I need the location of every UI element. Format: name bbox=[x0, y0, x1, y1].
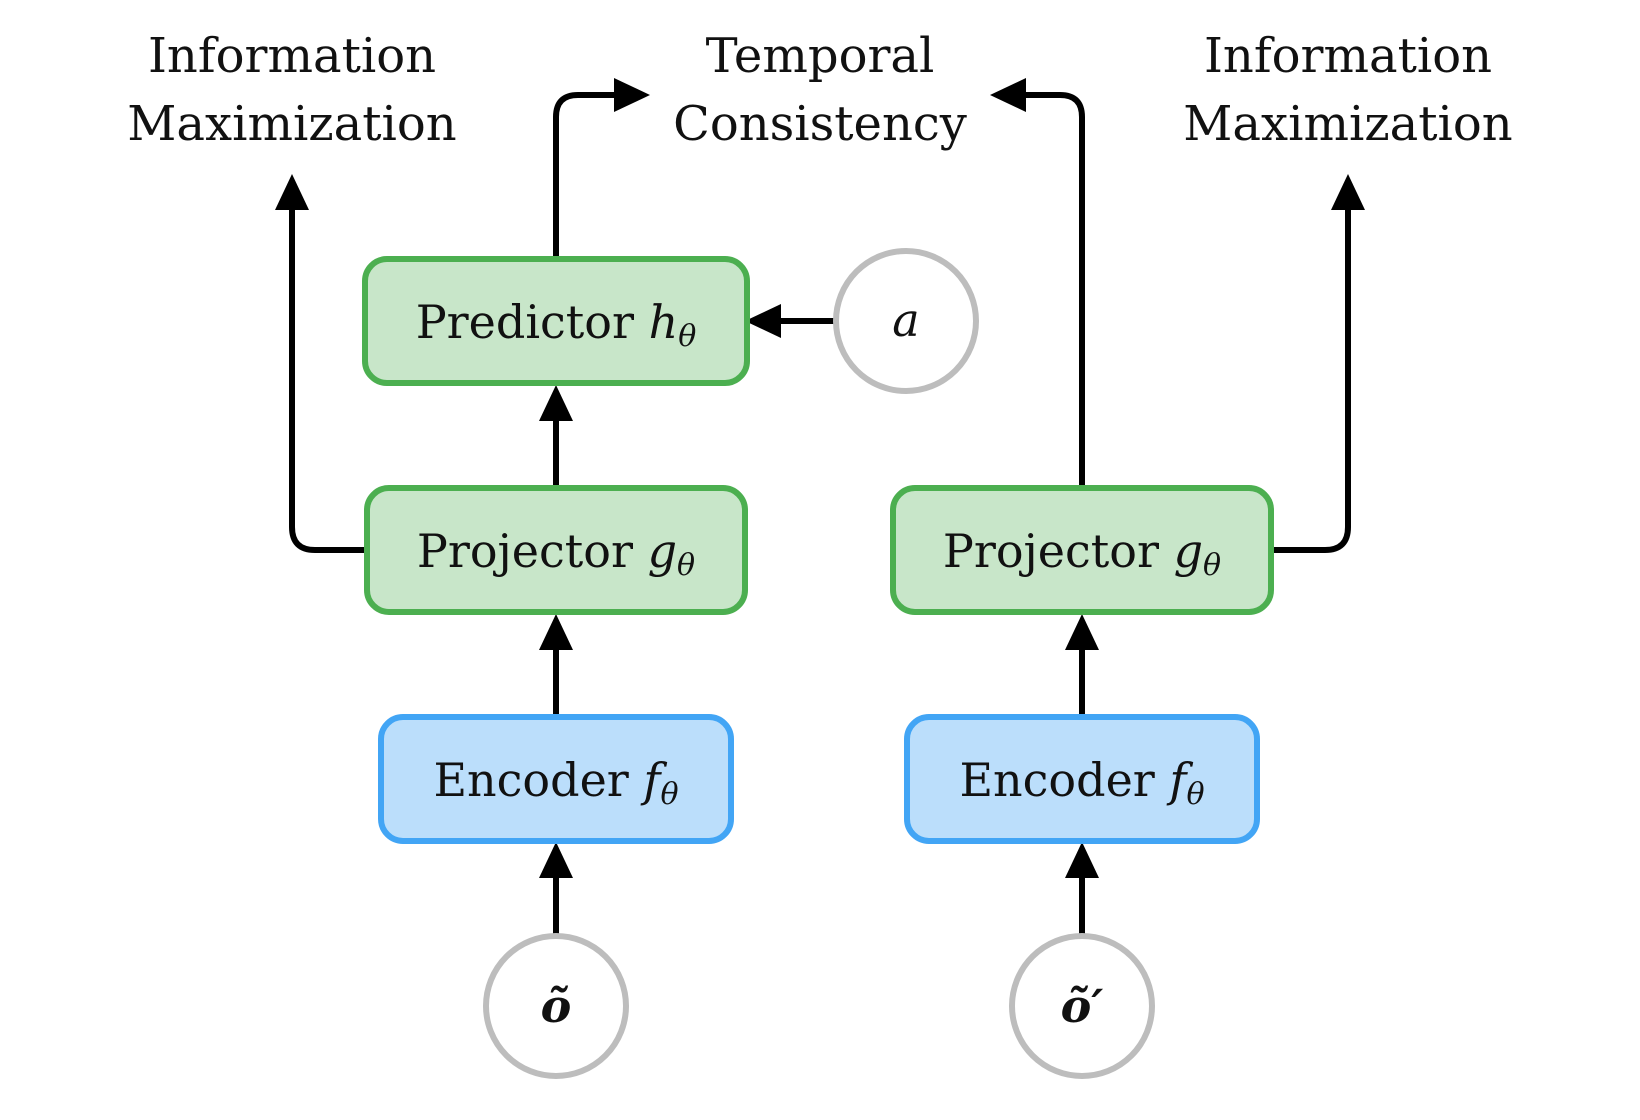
predictor-box-rect bbox=[362, 256, 750, 386]
encoder-left-label: Encoder fθ bbox=[433, 753, 678, 812]
info-max-right-label: Information Maximization bbox=[1183, 28, 1512, 152]
projector-left-to-infomax-line bbox=[289, 202, 371, 553]
predictor-to-temporal-arrowhead bbox=[614, 78, 650, 112]
projector-left-label: Projector gθ bbox=[417, 524, 695, 583]
obs-left-circle bbox=[483, 933, 629, 1079]
obs-left-node: õ bbox=[483, 933, 629, 1079]
obs-right-circle bbox=[1009, 933, 1155, 1079]
projector-left-to-predictor-arrowhead bbox=[539, 385, 573, 421]
info-max-left-line1: Information bbox=[148, 28, 436, 84]
projector-left-to-infomax-arrowhead bbox=[275, 174, 309, 210]
info-max-right-line2: Maximization bbox=[1183, 96, 1512, 152]
info-max-left-label: Information Maximization bbox=[127, 28, 456, 152]
encoder-right-to-projector-arrowhead bbox=[1065, 614, 1099, 650]
temporal-consistency-label: Temporal Consistency bbox=[673, 28, 967, 152]
action-circle bbox=[833, 248, 979, 394]
info-max-right-line1: Information bbox=[1204, 28, 1492, 84]
projector-left-box: Projector gθ bbox=[364, 485, 748, 615]
info-max-left-line2: Maximization bbox=[127, 96, 456, 152]
temporal-line1: Temporal bbox=[706, 28, 935, 84]
obs-right-to-encoder-arrowhead bbox=[1065, 842, 1099, 878]
predictor-box: Predictor hθ bbox=[362, 256, 750, 386]
projector-right-label: Projector gθ bbox=[943, 524, 1221, 583]
obs-right-node: õ′ bbox=[1009, 933, 1155, 1079]
encoder-right-box-rect bbox=[904, 714, 1260, 844]
projector-right-to-infomax-arrowhead bbox=[1331, 174, 1365, 210]
projector-right-to-temporal-arrowhead bbox=[990, 78, 1026, 112]
projector-right-box: Projector gθ bbox=[890, 485, 1274, 615]
encoder-right-box: Encoder fθ bbox=[904, 714, 1260, 844]
projector-right-to-temporal-line bbox=[1019, 92, 1085, 491]
projector-right-to-infomax-line bbox=[1267, 202, 1351, 553]
predictor-to-temporal-line bbox=[553, 92, 623, 261]
action-to-predictor-arrowhead bbox=[745, 304, 781, 338]
action-node: a bbox=[833, 248, 979, 394]
projector-left-box-rect bbox=[364, 485, 748, 615]
predictor-label: Predictor hθ bbox=[416, 295, 697, 354]
obs-left-label: õ bbox=[541, 979, 572, 1033]
encoder-left-box: Encoder fθ bbox=[378, 714, 734, 844]
obs-left-to-encoder-arrowhead bbox=[539, 842, 573, 878]
obs-right-label: õ′ bbox=[1061, 979, 1104, 1033]
encoder-left-to-projector-arrowhead bbox=[539, 614, 573, 650]
projector-right-box-rect bbox=[890, 485, 1274, 615]
encoder-right-label: Encoder fθ bbox=[959, 753, 1204, 812]
temporal-line2: Consistency bbox=[673, 96, 967, 152]
action-label: a bbox=[892, 293, 919, 347]
encoder-left-box-rect bbox=[378, 714, 734, 844]
